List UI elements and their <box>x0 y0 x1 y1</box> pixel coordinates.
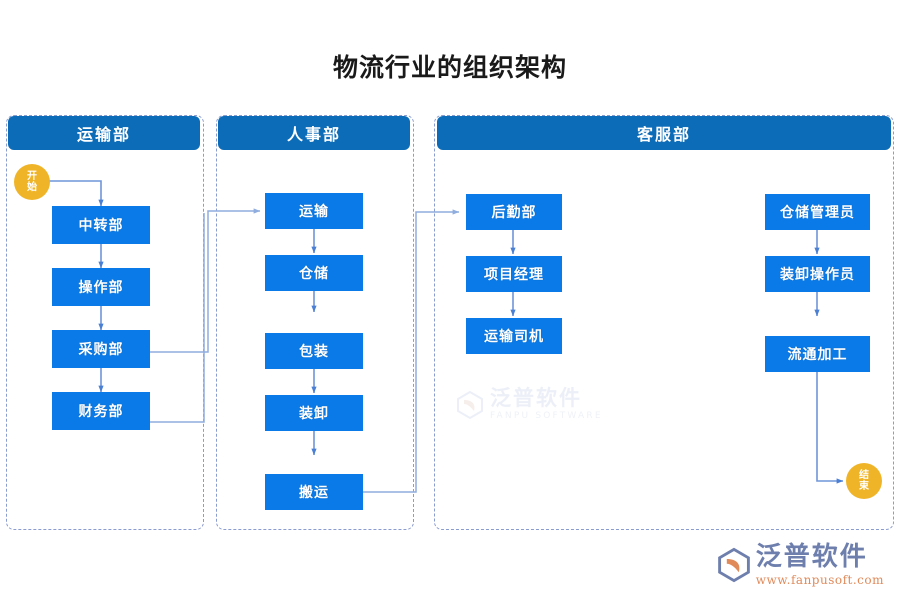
node-cs-left-0-label: 后勤部 <box>491 205 537 221</box>
node-transport-1[interactable]: 操作部 <box>52 268 150 306</box>
fanpu-logo-url: www.fanpusoft.com <box>755 573 884 587</box>
node-cs-right-1[interactable]: 装卸操作员 <box>765 256 870 292</box>
node-transport-0[interactable]: 中转部 <box>52 206 150 244</box>
node-cs-left-2-label: 运输司机 <box>484 329 544 345</box>
node-hr-3-label: 装卸 <box>299 406 329 422</box>
node-hr-0-label: 运输 <box>299 204 329 220</box>
terminator-start-label: 开始 <box>27 171 37 193</box>
group-header-hr-label: 人事部 <box>286 125 341 144</box>
node-transport-0-label: 中转部 <box>78 218 124 234</box>
terminator-end[interactable]: 结束 <box>846 463 882 499</box>
node-hr-2-label: 包装 <box>299 344 329 360</box>
fanpu-logo-icon <box>457 390 483 419</box>
node-transport-3[interactable]: 财务部 <box>52 392 150 430</box>
center-watermark-en: FANPU SOFTWARE <box>490 411 603 421</box>
center-watermark-cn: 泛普软件 <box>490 386 582 410</box>
fanpu-logo-mark-icon <box>717 547 750 583</box>
node-hr-0[interactable]: 运输 <box>265 193 363 229</box>
node-cs-right-0-label: 仓储管理员 <box>780 205 855 221</box>
node-cs-left-1[interactable]: 项目经理 <box>466 256 562 292</box>
node-cs-left-0[interactable]: 后勤部 <box>466 194 562 230</box>
fanpu-logo-cn: 泛普软件 <box>755 542 868 572</box>
node-cs-right-0[interactable]: 仓储管理员 <box>765 194 870 230</box>
node-transport-2[interactable]: 采购部 <box>52 330 150 368</box>
node-hr-2[interactable]: 包装 <box>265 333 363 369</box>
node-hr-1[interactable]: 仓储 <box>265 255 363 291</box>
group-header-customer-service-label: 客服部 <box>636 125 691 144</box>
node-cs-right-2-label: 流通加工 <box>787 347 848 363</box>
page-title: 物流行业的组织架构 <box>332 53 567 82</box>
fanpu-logo: 泛普软件 www.fanpusoft.com <box>716 544 884 586</box>
group-container-hr <box>216 115 414 530</box>
node-transport-3-label: 财务部 <box>78 404 124 420</box>
group-header-hr[interactable]: 人事部 <box>218 116 410 150</box>
node-cs-right-1-label: 装卸操作员 <box>780 267 855 283</box>
terminator-end-label: 结束 <box>859 470 869 492</box>
node-hr-1-label: 仓储 <box>299 266 329 282</box>
node-transport-2-label: 采购部 <box>78 342 124 358</box>
node-hr-4[interactable]: 搬运 <box>265 474 363 510</box>
terminator-start[interactable]: 开始 <box>14 164 50 200</box>
node-hr-4-label: 搬运 <box>299 485 329 501</box>
group-header-transport-label: 运输部 <box>76 125 131 144</box>
node-cs-right-2[interactable]: 流通加工 <box>765 336 870 372</box>
node-cs-left-1-label: 项目经理 <box>484 267 544 283</box>
node-hr-3[interactable]: 装卸 <box>265 395 363 431</box>
group-header-transport[interactable]: 运输部 <box>8 116 200 150</box>
node-transport-1-label: 操作部 <box>78 280 124 296</box>
group-header-customer-service[interactable]: 客服部 <box>437 116 891 150</box>
node-cs-left-2[interactable]: 运输司机 <box>466 318 562 354</box>
center-watermark: 泛普软件 FANPU SOFTWARE <box>455 388 603 421</box>
